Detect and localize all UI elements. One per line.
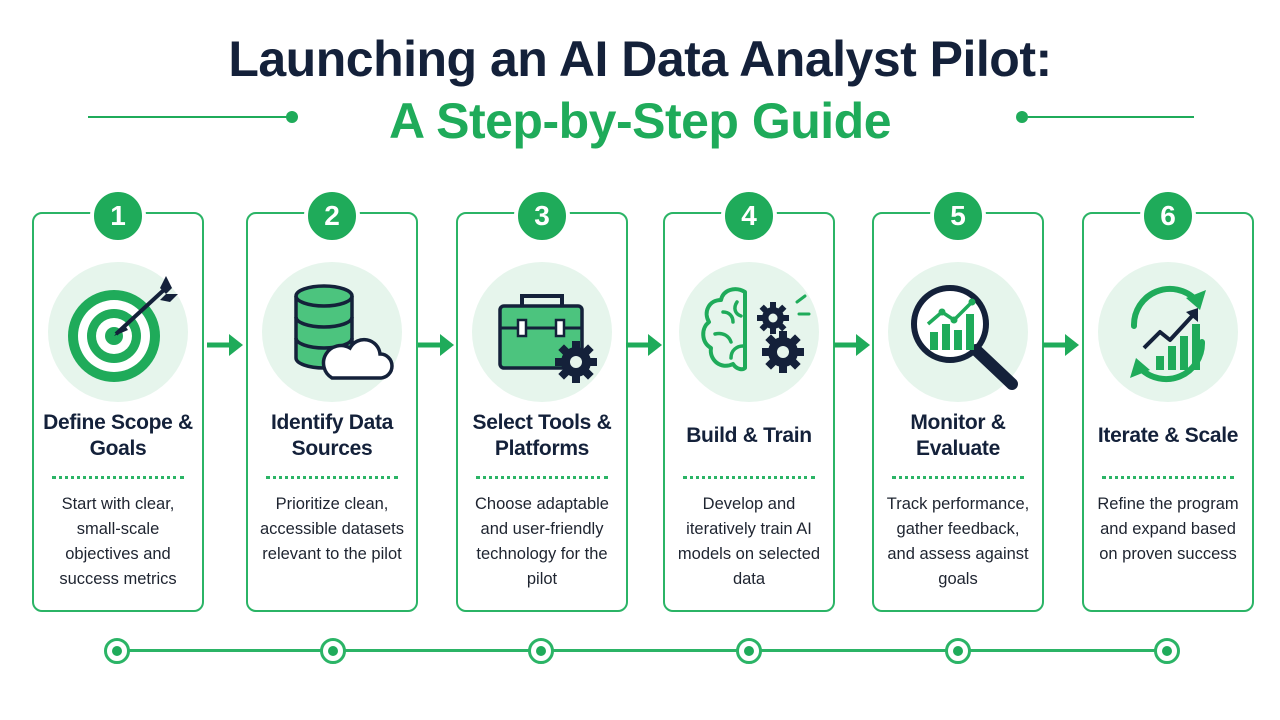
database-cloud-icon [262, 262, 402, 402]
dotted-separator [683, 476, 815, 479]
step-title: Identify Data Sources [270, 411, 394, 460]
step-description: Develop and iteratively train AI models … [677, 495, 821, 588]
step-card-3: 3 Select [456, 188, 628, 612]
step-card-4: 4 [663, 188, 835, 612]
dotted-separator [266, 476, 398, 479]
step-number-badge: 6 [1140, 188, 1196, 244]
target-icon [48, 262, 188, 402]
timeline-line [117, 649, 1167, 652]
step-description: Choose adaptable and user-friendly techn… [475, 495, 609, 588]
page-subtitle: A Step-by-Step Guide [388, 93, 892, 149]
arrow-right-icon [626, 334, 662, 356]
step-number-badge: 1 [90, 188, 146, 244]
step-description: Start with clear, small-scale objectives… [59, 495, 177, 588]
timeline-node [736, 638, 762, 664]
magnifier-chart-icon [888, 262, 1028, 402]
step-card-1: 1 Define Scope & Goals Start with clear,… [32, 188, 204, 612]
step-number-badge: 5 [930, 188, 986, 244]
dotted-separator [892, 476, 1024, 479]
dotted-separator [52, 476, 184, 479]
left-divider-dot [286, 111, 298, 123]
step-number-badge: 2 [304, 188, 360, 244]
timeline-node [945, 638, 971, 664]
step-title: Build & Train [686, 424, 812, 447]
dotted-separator [1102, 476, 1234, 479]
timeline-node [104, 638, 130, 664]
subtitle-row: A Step-by-Step Guide [0, 92, 1280, 162]
right-divider-dot [1016, 111, 1028, 123]
brain-gears-icon [679, 262, 819, 402]
timeline-node [320, 638, 346, 664]
step-number-badge: 4 [721, 188, 777, 244]
page-title: Launching an AI Data Analyst Pilot: [228, 31, 1052, 87]
step-description: Prioritize clean, accessible datasets re… [260, 495, 404, 563]
step-card-2: 2 Identify Data Sources Prioritize clean… [246, 188, 418, 612]
dotted-separator [476, 476, 608, 479]
step-description: Refine the program and expand based on p… [1097, 495, 1239, 563]
step-title: Select Tools & Platforms [472, 411, 612, 460]
step-card-6: 6 Iterate & Scale Refine the program and… [1082, 188, 1254, 612]
left-divider-line [88, 116, 288, 118]
arrow-right-icon [1043, 334, 1079, 356]
arrow-right-icon [418, 334, 454, 356]
step-title: Monitor & Evaluate [910, 411, 1006, 460]
step-title: Define Scope & Goals [43, 411, 193, 460]
right-divider-line [1028, 116, 1194, 118]
arrow-right-icon [834, 334, 870, 356]
timeline-node [528, 638, 554, 664]
cycle-growth-icon [1098, 262, 1238, 402]
arrow-right-icon [207, 334, 243, 356]
step-card-5: 5 Monitor & Evaluate Track performance, … [872, 188, 1044, 612]
timeline-node [1154, 638, 1180, 664]
toolbox-gear-icon [472, 262, 612, 402]
step-number-badge: 3 [514, 188, 570, 244]
step-description: Track performance, gather feedback, and … [886, 495, 1030, 588]
step-title: Iterate & Scale [1097, 424, 1239, 447]
